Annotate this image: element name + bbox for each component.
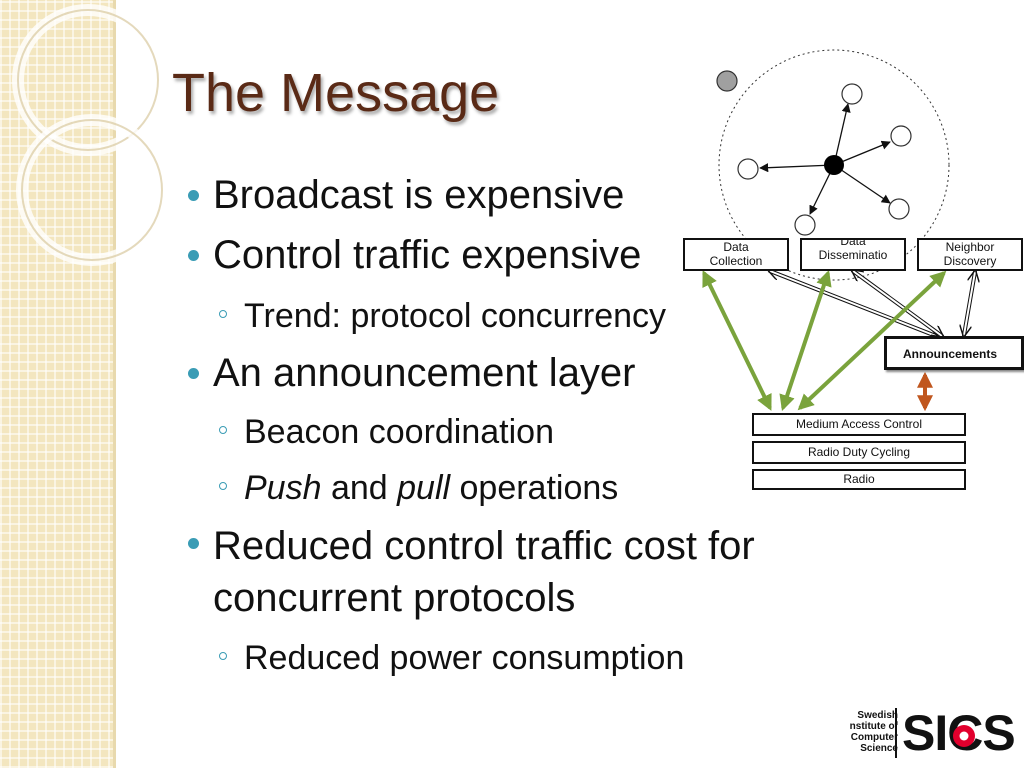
bullet-dot-icon xyxy=(188,538,199,549)
bullet-item: Control traffic expensive xyxy=(188,232,888,278)
bullet-item: An announcement layer xyxy=(188,350,888,396)
logo-caption: Swedish nstitute of Computer Science xyxy=(838,710,898,754)
announcements-box: Announcements xyxy=(884,336,1024,370)
sub-bullet-text: Beacon coordination xyxy=(244,413,555,451)
sub-bullet-item: Beacon coordination xyxy=(188,412,888,452)
mac-layer-label: Medium Access Control xyxy=(795,417,923,431)
data-collection-label: Data Collection xyxy=(709,240,763,268)
logo-caption-line: Computer xyxy=(850,732,898,743)
bullet-text: Control traffic expensive xyxy=(213,233,642,277)
announcements-label: Announcements xyxy=(903,347,998,361)
bullet-text: Reduced control traffic cost for concurr… xyxy=(213,524,755,620)
data-dissemination-box: Data Disseminatio xyxy=(800,238,906,271)
broadcast-link xyxy=(759,163,835,173)
operations-text: operations xyxy=(450,469,619,507)
green-links xyxy=(702,269,947,412)
duty-cycling-layer-box: Radio Duty Cycling xyxy=(752,441,966,464)
decorative-rings xyxy=(12,4,168,266)
logo-caption-line: Swedish xyxy=(857,710,898,721)
bullet-dot-icon xyxy=(188,368,199,379)
receiver-node xyxy=(890,125,912,147)
receiver-node xyxy=(737,158,759,180)
logo-red-dot-icon xyxy=(953,725,975,747)
bullet-dot-icon xyxy=(188,190,199,201)
bullet-list: Broadcast is expensive Control traffic e… xyxy=(188,172,888,678)
sub-bullet-ring-icon xyxy=(219,310,227,318)
mac-layer-box: Medium Access Control xyxy=(752,413,966,436)
push-text: Push xyxy=(244,469,322,507)
sub-bullet-ring-icon xyxy=(219,426,227,434)
neighbor-discovery-box: Neighbor Discovery xyxy=(917,238,1023,271)
logo-divider xyxy=(895,708,897,758)
radio-layer-box: Radio xyxy=(752,469,966,490)
radio-layer-label: Radio xyxy=(843,472,875,486)
sub-bullet-ring-icon xyxy=(219,652,227,660)
logo-caption-line: Science xyxy=(860,743,898,754)
logo-caption-line: nstitute of xyxy=(849,721,898,732)
slide-title: The Message xyxy=(172,63,500,123)
data-collection-box: Data Collection xyxy=(683,238,789,271)
announcement-links xyxy=(770,271,975,336)
receiver-node xyxy=(841,83,863,105)
sub-bullet-ring-icon xyxy=(219,482,227,490)
receiver-node xyxy=(888,198,910,220)
bullet-dot-icon xyxy=(188,250,199,261)
broadcast-link xyxy=(833,103,851,166)
bullet-text: An announcement layer xyxy=(213,351,636,395)
sender-node xyxy=(824,155,844,175)
broadcast-link xyxy=(833,140,891,166)
duty-cycling-layer-label: Radio Duty Cycling xyxy=(807,445,911,459)
sub-bullet-item: Trend: protocol concurrency xyxy=(188,296,888,336)
neighbor-discovery-label: Neighbor Discovery xyxy=(943,240,997,268)
bullet-item: Broadcast is expensive xyxy=(188,172,888,218)
out-of-range-node xyxy=(716,70,738,92)
bullet-text: Broadcast is expensive xyxy=(213,173,625,217)
data-dissemination-label: Data Disseminatio xyxy=(818,238,888,262)
pull-text: pull xyxy=(397,469,451,507)
receiver-node xyxy=(794,214,816,236)
sub-bullet-text: Trend: protocol concurrency xyxy=(244,297,667,335)
sub-bullet-text: Reduced power consumption xyxy=(244,639,685,677)
and-text: and xyxy=(321,469,398,507)
sub-bullet-item: Reduced power consumption xyxy=(188,638,888,678)
broadcast-link xyxy=(833,164,891,204)
bullet-item: Reduced control traffic cost for concurr… xyxy=(188,520,853,624)
sub-bullet-item: Push and pull operations xyxy=(188,468,888,508)
